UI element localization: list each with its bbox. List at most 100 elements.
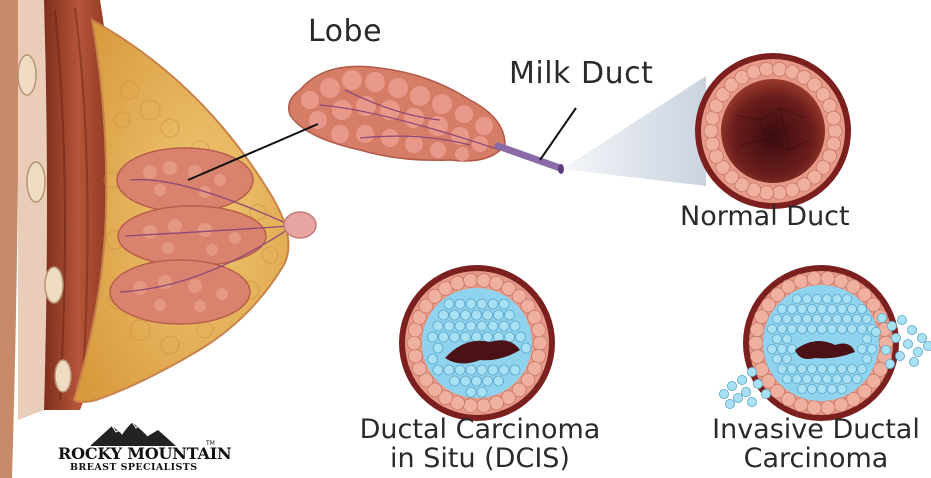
cancer-cell xyxy=(461,310,471,320)
label-dcis: Ductal Carcinoma in Situ (DCIS) xyxy=(340,415,620,473)
cancer-cell xyxy=(777,344,786,353)
label-milk-duct: Milk Duct xyxy=(509,58,653,90)
duct-cell xyxy=(847,392,861,406)
cancer-cell xyxy=(777,324,786,333)
duct-cell xyxy=(528,310,542,324)
cancer-cell xyxy=(772,334,781,343)
cancer-cell xyxy=(472,332,482,342)
rocky-mountain-logo: ROCKY MOUNTAIN TM BREAST SPECIALISTS xyxy=(52,418,222,476)
cancer-cell xyxy=(521,343,531,353)
cancer-cell xyxy=(822,374,831,383)
cancer-cell xyxy=(461,332,471,342)
cancer-cell xyxy=(439,332,449,342)
label-invasive-ductal: Invasive Ductal Carcinoma xyxy=(702,415,930,473)
invading-cell xyxy=(753,379,762,388)
duct-cell xyxy=(834,274,848,288)
duct-cell xyxy=(782,280,796,294)
invading-cell xyxy=(913,347,922,356)
cancer-cell xyxy=(852,374,861,383)
milk-duct-tube xyxy=(498,146,560,168)
cancer-cell xyxy=(477,365,487,375)
label-dcis-line1: Ductal Carcinoma xyxy=(340,415,620,444)
duct-cell xyxy=(749,336,763,350)
cancer-cell xyxy=(499,299,509,309)
duct-cell xyxy=(823,99,837,113)
duct-cell xyxy=(747,65,761,79)
duct-cell xyxy=(750,350,764,364)
cancer-cell xyxy=(466,321,476,331)
cancer-cell xyxy=(817,364,826,373)
duct-cell xyxy=(794,274,808,288)
cancer-cell xyxy=(832,314,841,323)
cancer-cell xyxy=(802,374,811,383)
cancer-cell xyxy=(822,294,831,303)
cancer-cell xyxy=(842,294,851,303)
duct-cell xyxy=(750,323,764,337)
cancer-cell xyxy=(483,376,493,386)
cancer-cell xyxy=(847,324,856,333)
cancer-cell xyxy=(444,321,454,331)
duct-cell xyxy=(760,186,774,200)
duct-cell xyxy=(773,62,787,76)
cancer-cell xyxy=(812,294,821,303)
cancer-cell xyxy=(812,314,821,323)
cancer-cell xyxy=(516,332,526,342)
invading-cell xyxy=(887,321,896,330)
cancer-cell xyxy=(461,376,471,386)
cancer-cell xyxy=(787,324,796,333)
invading-cell xyxy=(903,339,912,348)
magnify-beam xyxy=(562,76,706,186)
cancer-cell xyxy=(772,314,781,323)
cancer-cell xyxy=(444,299,454,309)
cancer-cell xyxy=(505,332,515,342)
cancer-cell xyxy=(842,314,851,323)
cancer-cell xyxy=(867,344,876,353)
duct-cell xyxy=(807,401,821,415)
cancer-cell xyxy=(822,314,831,323)
cancer-cell xyxy=(847,304,856,313)
duct-cell xyxy=(408,323,422,337)
cancer-cell xyxy=(428,332,438,342)
label-idc-line2: Carcinoma xyxy=(702,444,930,473)
duct-cell xyxy=(705,137,719,151)
cancer-cell xyxy=(827,384,836,393)
cancer-cell xyxy=(488,321,498,331)
cancer-cell xyxy=(477,299,487,309)
nipple xyxy=(284,212,316,238)
cancer-cell xyxy=(837,324,846,333)
duct-cell xyxy=(532,349,546,363)
invading-cell xyxy=(871,327,880,336)
duct-cell xyxy=(705,111,719,125)
cancer-cell xyxy=(494,376,504,386)
cancer-cell xyxy=(466,365,476,375)
invading-cell xyxy=(719,389,728,398)
cancer-cell xyxy=(433,321,443,331)
normal-duct-cross-section xyxy=(695,53,851,209)
cancer-cell xyxy=(466,387,476,397)
cancer-cell xyxy=(433,343,443,353)
cancer-cell xyxy=(510,321,520,331)
duct-cell xyxy=(463,273,477,287)
duct-cell xyxy=(807,271,821,285)
cancer-cell xyxy=(494,310,504,320)
cancer-cell xyxy=(862,334,871,343)
cancer-cell xyxy=(505,310,515,320)
duct-cell xyxy=(794,398,808,412)
invading-cell xyxy=(741,387,750,396)
cancer-cell xyxy=(455,321,465,331)
cancer-cell xyxy=(510,365,520,375)
cancer-cell xyxy=(455,299,465,309)
cancer-cell xyxy=(787,344,796,353)
duct-cell xyxy=(773,186,787,200)
duct-cell xyxy=(477,399,491,413)
cancer-cell xyxy=(772,354,781,363)
invading-cell xyxy=(891,333,900,342)
cancer-cell xyxy=(477,387,487,397)
label-lobe: Lobe xyxy=(308,16,382,48)
cancer-cell xyxy=(787,304,796,313)
cancer-cell xyxy=(433,365,443,375)
invading-cell xyxy=(725,399,734,408)
cancer-cell xyxy=(827,304,836,313)
duct-cell xyxy=(834,398,848,412)
